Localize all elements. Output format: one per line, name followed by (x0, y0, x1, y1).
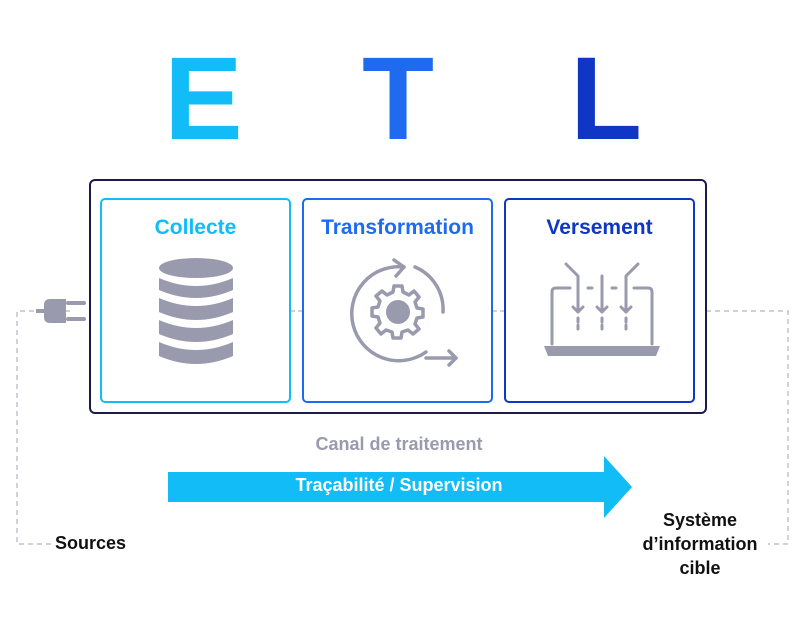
card-collecte: Collecte (100, 198, 291, 403)
target-label-line3: cible (679, 558, 721, 578)
card-collecte-title: Collecte (154, 216, 237, 239)
caption-canal: Canal de traitement (315, 434, 483, 454)
card-versement: Versement (504, 198, 695, 403)
letter-l: L (570, 33, 643, 165)
letter-e: E (164, 33, 243, 165)
supervision-arrow (168, 456, 632, 518)
laptop-download-icon (544, 262, 660, 356)
card-transformation-title: Transformation (321, 216, 474, 239)
card-versement-title: Versement (546, 216, 653, 239)
sources-label: Sources (55, 533, 127, 553)
target-label-line2: d’information (642, 534, 758, 554)
card-transformation: Transformation (302, 198, 493, 403)
target-label-line1: Système (662, 510, 738, 530)
letter-t: T (362, 33, 435, 165)
database-icon (159, 258, 233, 364)
arrow-label: Traçabilité / Supervision (295, 475, 503, 495)
plug-icon (36, 299, 86, 323)
gear-cycle-icon (350, 258, 458, 367)
target-label: Système d’information cible (628, 508, 772, 580)
